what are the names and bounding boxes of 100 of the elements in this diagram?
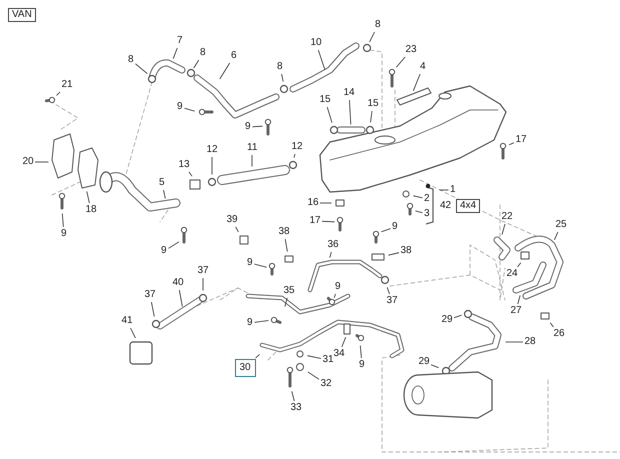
leader-line — [163, 190, 166, 199]
label-tag: 4x4 — [456, 199, 480, 213]
leader-line — [135, 63, 148, 74]
leader-line — [252, 126, 263, 128]
callout-number: 34 — [334, 348, 345, 360]
callout-number: 2 — [424, 193, 430, 205]
leader-line — [235, 226, 239, 232]
leader-line — [517, 295, 520, 304]
callout-number: 3 — [424, 208, 430, 220]
callout-number: 29 — [418, 356, 430, 368]
callout-number: 21 — [62, 79, 73, 91]
callout-number: 37 — [198, 265, 209, 277]
leader-line — [380, 228, 391, 232]
callout-number: 33 — [290, 402, 302, 414]
leader-line — [322, 220, 335, 222]
leader-line — [284, 298, 288, 307]
leader-line — [284, 238, 288, 252]
leader-line — [413, 195, 423, 198]
callout-number: 30 — [234, 359, 256, 377]
leader-line — [329, 252, 332, 258]
leader-line — [130, 328, 136, 338]
leader-line — [151, 302, 155, 317]
leader-line — [193, 60, 200, 68]
callout-number: 9 — [392, 221, 398, 233]
leader-line — [254, 264, 267, 268]
leader-line — [202, 278, 204, 291]
callout-number: 7 — [177, 35, 183, 47]
callout-number: 27 — [510, 305, 522, 317]
callout-number: 9 — [247, 317, 253, 329]
callout-number: 16 — [308, 197, 319, 209]
leader-line — [294, 154, 296, 158]
leader-line — [334, 294, 336, 298]
leader-line — [396, 56, 406, 68]
callout-number: 9 — [161, 245, 167, 257]
callout-number: 11 — [247, 142, 258, 154]
leader-line — [386, 286, 390, 294]
callout-number: 25 — [556, 219, 567, 231]
callout-number: 15 — [368, 98, 379, 110]
callout-number: 26 — [554, 328, 565, 340]
leader-line — [412, 74, 420, 92]
leader-line — [369, 32, 375, 42]
callout-number: 14 — [344, 87, 355, 99]
leader-line — [172, 48, 178, 60]
callout-number: 24 — [506, 268, 518, 280]
callout-number: 29 — [442, 314, 453, 326]
leader-line — [360, 345, 362, 358]
callout-number: 8 — [375, 19, 381, 31]
leader-line — [56, 92, 60, 96]
callout-number: 12 — [206, 144, 218, 156]
callout-number: 8 — [200, 47, 206, 59]
callout-number: 39 — [226, 214, 238, 226]
callout-number: 40 — [172, 277, 184, 289]
leader-line — [554, 232, 558, 240]
leader-line — [508, 142, 514, 146]
leader-line — [550, 322, 554, 328]
callout-number: 9 — [177, 101, 183, 113]
callout-number: 9 — [335, 281, 341, 293]
callout-number: 9 — [359, 359, 365, 371]
leader-line — [318, 50, 326, 70]
leader-line — [168, 241, 180, 249]
callout-number: 9 — [245, 121, 251, 133]
leader-line — [454, 314, 462, 318]
callout-number: 36 — [328, 239, 339, 251]
callout-number: 8 — [128, 54, 134, 66]
callout-number: 20 — [22, 156, 34, 168]
callout-number: 38 — [400, 245, 412, 257]
leader-line — [307, 355, 322, 359]
callout-number: 9 — [61, 228, 67, 240]
leader-line — [430, 364, 440, 368]
callout-number: 17 — [516, 134, 527, 146]
callout-number: 38 — [278, 226, 290, 238]
leader-line — [349, 100, 352, 125]
callout-number: 12 — [292, 141, 303, 153]
leader-line — [502, 224, 506, 235]
callout-number: 15 — [320, 94, 331, 106]
leader-line — [291, 391, 295, 402]
callout-number: 17 — [310, 215, 321, 227]
callout-number: 4 — [420, 61, 426, 73]
callout-number: 5 — [159, 177, 165, 189]
callout-number: 41 — [122, 315, 133, 327]
leader-line — [281, 74, 284, 82]
callout-number: 10 — [310, 37, 322, 49]
leader-line — [188, 172, 192, 177]
callout-number: 32 — [320, 378, 332, 390]
leader-line — [326, 106, 332, 124]
callout-number: 18 — [86, 204, 97, 216]
callout-number: 37 — [144, 289, 156, 301]
callout-number: 6 — [231, 50, 237, 62]
callout-number: 9 — [247, 257, 253, 269]
callout-number: 22 — [502, 211, 513, 223]
leader-line — [370, 110, 372, 123]
leader-line — [517, 262, 522, 268]
leader-line — [341, 336, 346, 348]
leader-line — [255, 354, 260, 358]
leader-line — [308, 372, 320, 380]
callout-number: 42 — [440, 200, 452, 212]
leader-line — [219, 62, 230, 80]
callout-number: 31 — [322, 354, 334, 366]
callout-number: 8 — [277, 61, 283, 73]
callout-number: 35 — [284, 285, 295, 297]
